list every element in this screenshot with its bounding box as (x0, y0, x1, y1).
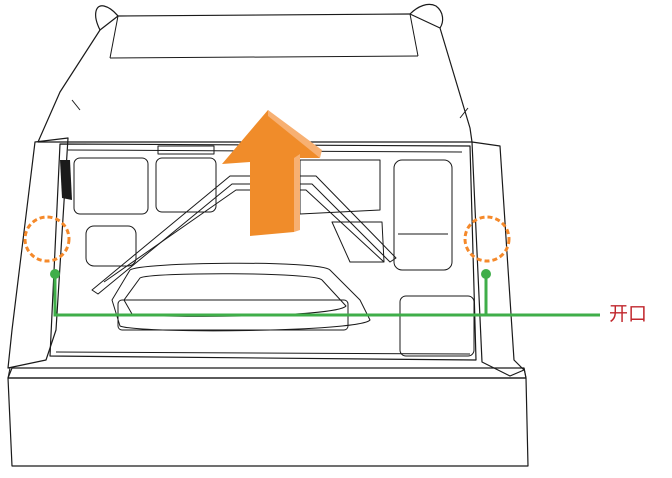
box-front-panel (8, 368, 528, 466)
box-back-flap (38, 4, 472, 142)
lift-up-arrow-icon (222, 110, 322, 236)
callout-leader-lines (50, 269, 600, 315)
left-opening-circle (25, 217, 69, 261)
opening-callout-label: 开口 (609, 303, 647, 325)
tray-slot-dark (60, 160, 72, 200)
